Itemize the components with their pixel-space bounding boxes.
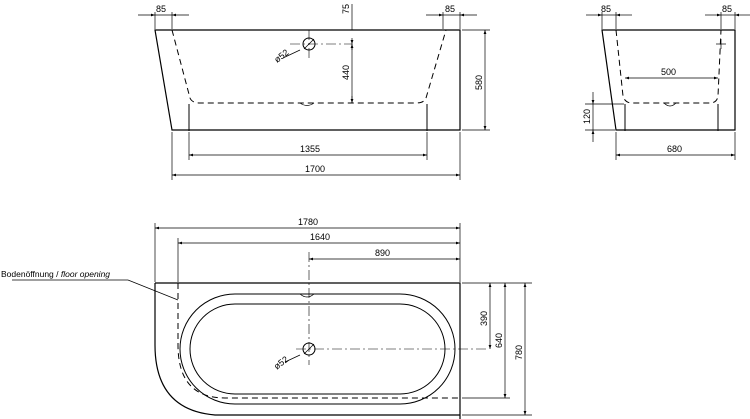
floor-opening-label: Bodenöffnung / floor opening [1,269,110,279]
rim-outer [179,293,456,405]
side-dim-85-right: 85 [722,4,732,14]
side-dim-680: 680 [667,144,682,154]
front-dim-440: 440 [341,65,351,80]
front-dim-85-left: 85 [156,4,166,14]
front-view: 85 85 ø52 75 440 580 1355 1 [138,4,490,180]
side-dim-120: 120 [582,109,592,124]
side-view-inner-contour [615,29,722,104]
top-dim-1780: 1780 [298,217,318,227]
front-view-outline [154,29,461,131]
top-view-outline [154,282,461,419]
front-dim-1700: 1700 [305,164,325,174]
top-dim-890: 890 [375,248,390,258]
side-view: 85 85 500 120 680 [582,4,750,160]
front-view-inner-contour [171,29,447,104]
front-dim-85-right: 85 [445,4,455,14]
front-dim-580: 580 [474,75,484,90]
floor-opening-label-de: Bodenöffnung / [1,269,61,279]
front-dim-1355: 1355 [300,144,320,154]
top-dim-640: 640 [494,333,504,348]
side-dim-85-left: 85 [601,4,611,14]
floor-opening-contour [177,283,460,399]
side-view-outline [601,29,736,131]
top-dim-390: 390 [479,311,489,326]
top-view: ø52 1780 1640 890 390 640 780 Bodenöffnu… [1,217,532,419]
side-dim-500: 500 [661,67,676,77]
top-dim-1640: 1640 [310,232,330,242]
top-dim-780: 780 [514,345,524,360]
front-view-drain-bump [299,102,315,106]
basin-inner [189,303,446,395]
top-dim-drain-diameter: ø52 [272,354,290,371]
front-dim-75: 75 [341,4,351,14]
floor-opening-label-en: floor opening [61,269,110,279]
